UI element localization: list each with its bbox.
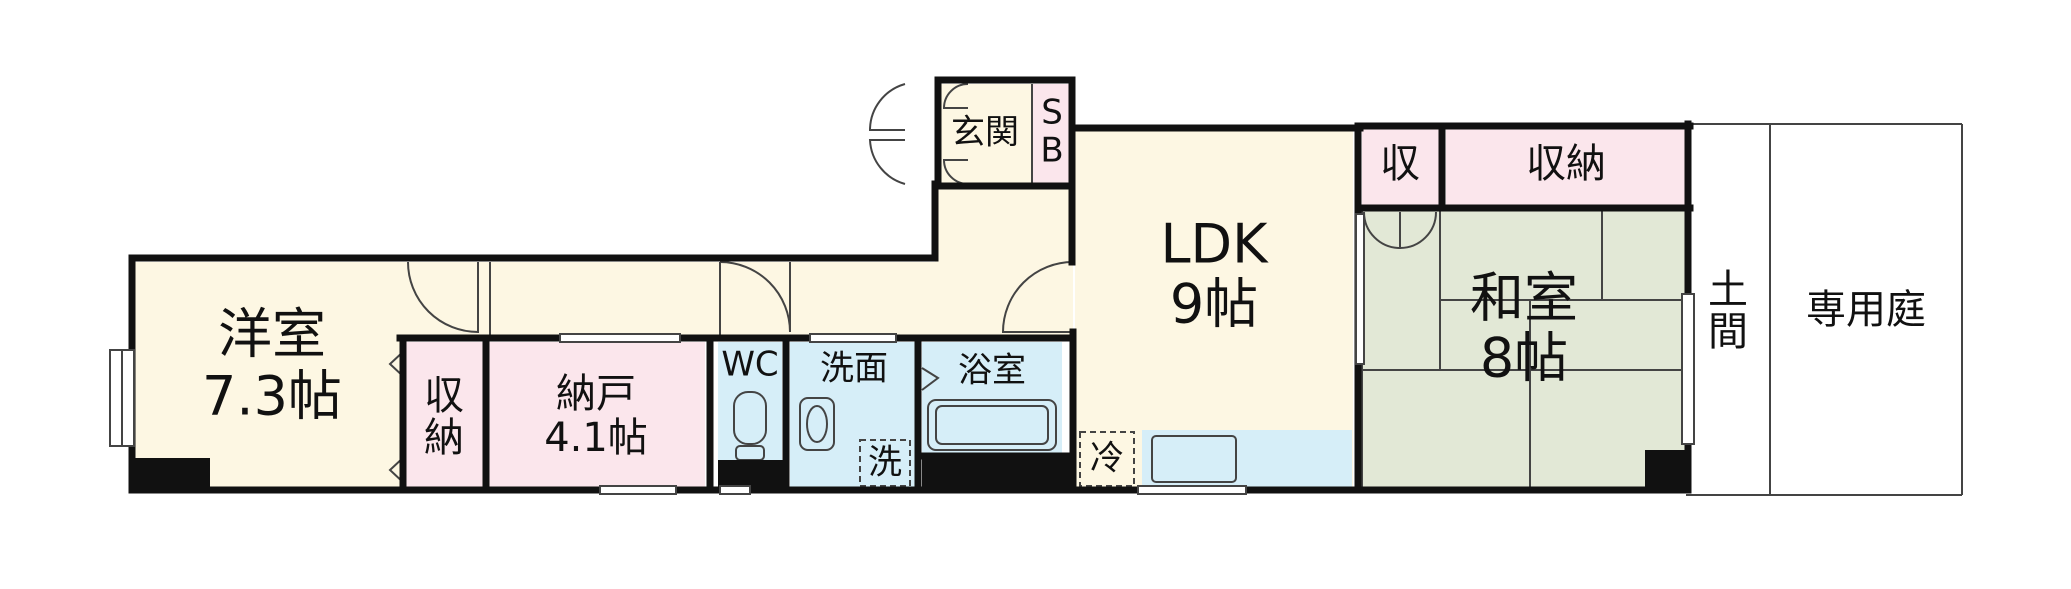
western-storage-floor	[405, 342, 483, 490]
shoe-box-label-1: S	[1041, 93, 1063, 133]
closet-room-floor	[488, 342, 705, 490]
western-storage-label-2: 納	[424, 415, 464, 461]
wash-basin	[799, 397, 835, 451]
bathtub	[927, 399, 1057, 451]
kitchen-sink	[1151, 435, 1237, 483]
entrance-floor	[940, 84, 1032, 184]
jp-storage-small-floor	[1362, 129, 1440, 205]
closet-window	[599, 485, 677, 495]
ldk-window	[1137, 485, 1247, 495]
corridor-door-swing	[719, 261, 791, 333]
ldk-name: LDK	[1160, 213, 1269, 276]
japanese-room-floor	[1362, 210, 1686, 490]
ldk-door-swing	[1001, 261, 1074, 333]
washer-box	[859, 439, 911, 487]
fridge-box	[1079, 431, 1135, 487]
ldk-size: 9帖	[1170, 273, 1258, 336]
jp-window	[1681, 293, 1695, 445]
jp-storage-small-label: 収	[1380, 141, 1420, 187]
entrance-inner-swing-a	[942, 83, 969, 109]
jp-door-swing-b	[1399, 211, 1437, 249]
japanese-room-size: 8帖	[1480, 327, 1568, 390]
wall-blocks	[132, 450, 1689, 492]
washroom-floor	[790, 342, 918, 490]
shoe-box-label-2: B	[1040, 131, 1063, 171]
shoe-box-floor	[1032, 84, 1072, 184]
western-storage-label-1: 収	[424, 373, 464, 419]
wash-top-window	[809, 333, 897, 343]
western-door-swing	[407, 261, 479, 334]
washer-label: 洗	[868, 443, 902, 483]
japanese-room-name: 和室	[1470, 267, 1578, 330]
entrance-label: 玄関	[951, 113, 1019, 153]
doma-label-2: 間	[1708, 309, 1748, 355]
garden-label: 専用庭	[1806, 287, 1926, 333]
western-room-name: 洋室	[218, 303, 326, 366]
wc-floor	[718, 342, 782, 462]
corridor-floor	[405, 262, 1073, 336]
windows	[109, 213, 1695, 495]
hall-floor	[935, 186, 1073, 266]
closet-top-window	[559, 333, 681, 343]
closet-room-name: 納戸	[556, 371, 636, 417]
labels: 洋室 7.3帖 収 納 納戸 4.1帖 WC 洗面 洗 浴室 玄関 S B LD…	[202, 93, 1926, 483]
kitchen-counter-fill	[1142, 430, 1352, 488]
wc-window	[719, 485, 751, 495]
toilet-tank	[733, 391, 767, 445]
closet-room-size: 4.1帖	[544, 415, 648, 461]
wc-label: WC	[721, 345, 778, 385]
fridge-label: 冷	[1090, 439, 1124, 479]
bath-label: 浴室	[958, 351, 1026, 391]
western-room-floor	[135, 262, 405, 490]
room-fills	[135, 84, 1686, 490]
ldk-floor	[1075, 129, 1353, 490]
entry-door-swing-b	[868, 139, 906, 185]
jp-storage-label: 収納	[1526, 141, 1606, 187]
doma-label-1: 土	[1708, 267, 1748, 313]
western-room-size: 7.3帖	[202, 365, 342, 428]
ldk-side-window	[1355, 213, 1365, 365]
washroom-label: 洗面	[820, 349, 888, 389]
entry-door-swing-a	[868, 83, 906, 131]
jp-storage-floor	[1446, 129, 1686, 205]
